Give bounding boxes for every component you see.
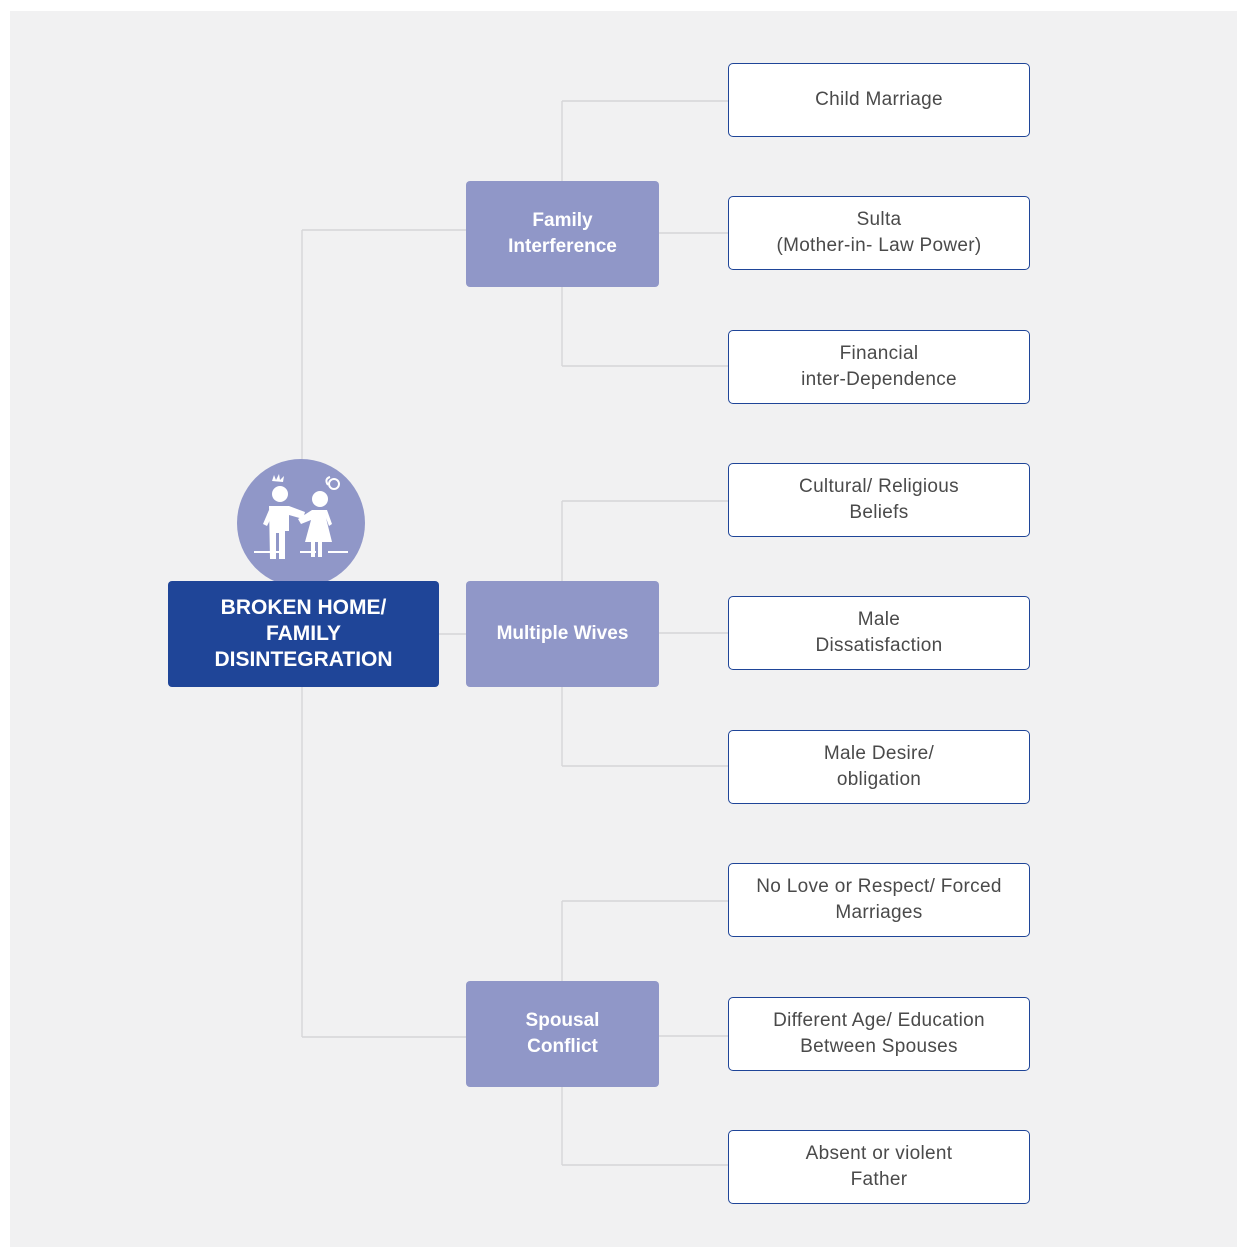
leaf-cultural-religious-beliefs: Cultural/ Religious Beliefs (728, 463, 1030, 537)
leaf-financial-inter-dependence: Financial inter-Dependence (728, 330, 1030, 404)
arguing-couple-icon (236, 458, 366, 588)
leaf-no-love-or-respect: No Love or Respect/ Forced Marriages (728, 863, 1030, 937)
root-node: BROKEN HOME/ FAMILY DISINTEGRATION (168, 581, 439, 687)
leaf-absent-or-violent-father: Absent or violent Father (728, 1130, 1030, 1204)
leaf-sulta: Sulta (Mother-in- Law Power) (728, 196, 1030, 270)
category-spousal-conflict: Spousal Conflict (466, 981, 659, 1087)
leaf-different-age-education: Different Age/ Education Between Spouses (728, 997, 1030, 1071)
category-multiple-wives: Multiple Wives (466, 581, 659, 687)
leaf-male-desire-obligation: Male Desire/ obligation (728, 730, 1030, 804)
leaf-male-dissatisfaction: Male Dissatisfaction (728, 596, 1030, 670)
category-family-interference: Family Interference (466, 181, 659, 287)
leaf-child-marriage: Child Marriage (728, 63, 1030, 137)
